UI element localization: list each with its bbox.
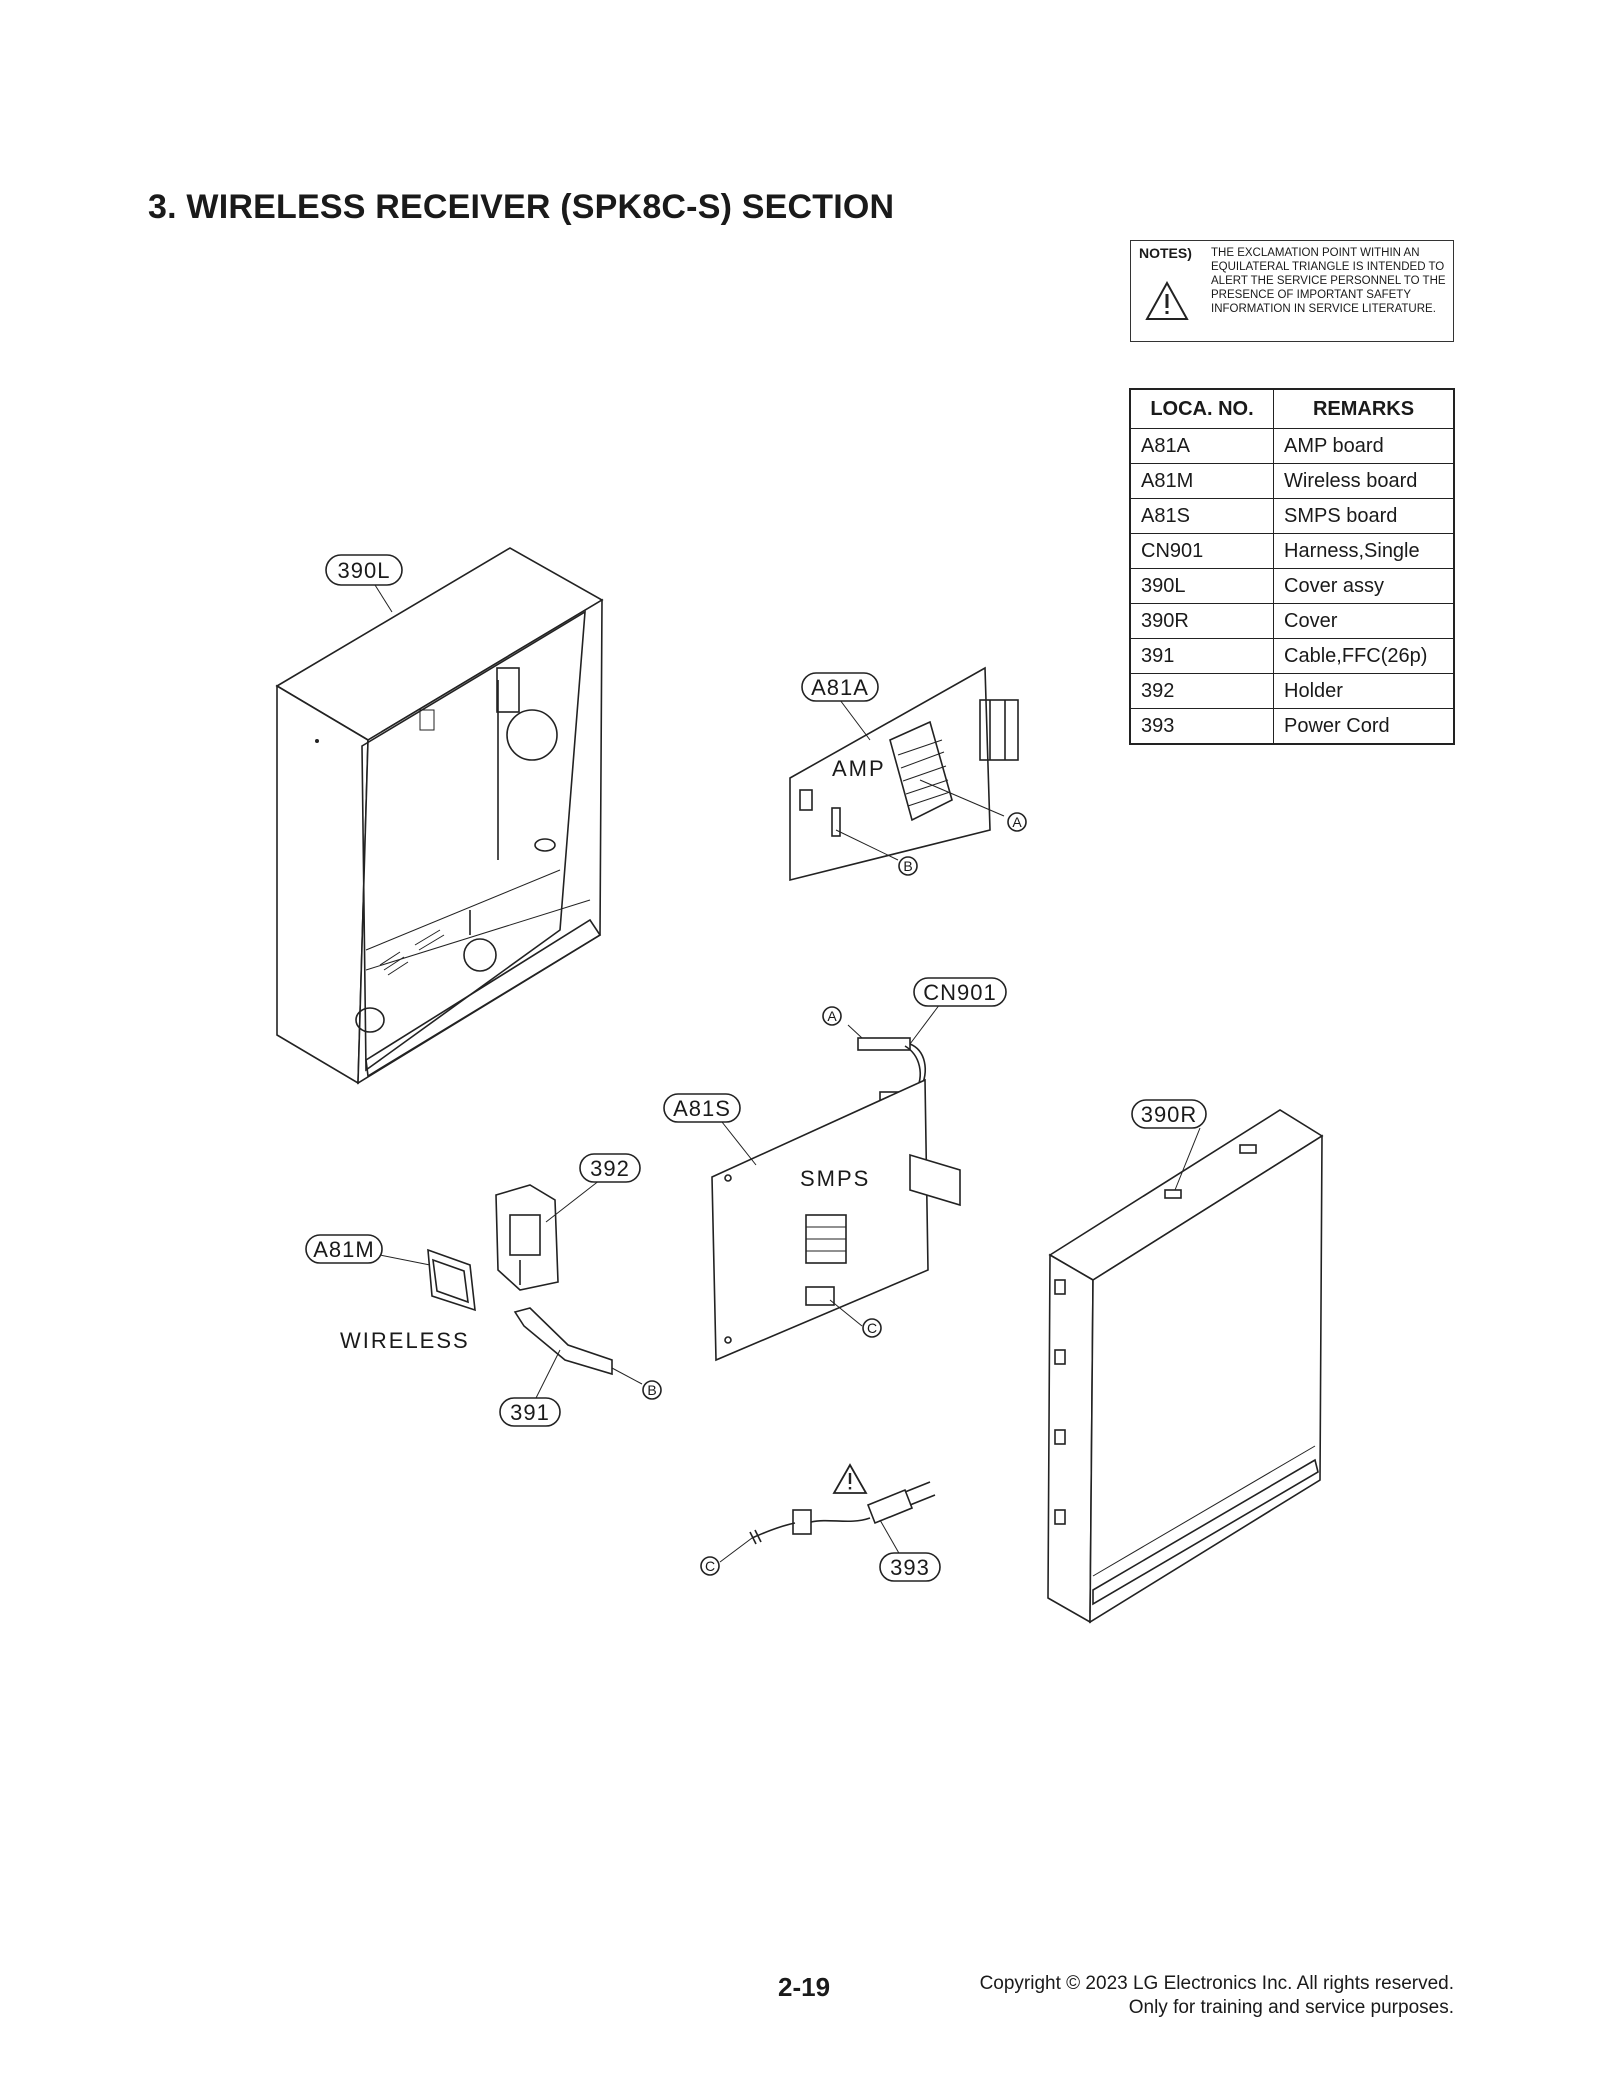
loca-no-cell: CN901	[1129, 533, 1274, 569]
header-loca-no: LOCA. NO.	[1129, 388, 1274, 429]
remarks-cell: AMP board	[1273, 428, 1455, 464]
wireless-label: WIRELESS	[340, 1328, 470, 1353]
copyright-notice: Copyright © 2023 LG Electronics Inc. All…	[980, 1972, 1454, 2020]
loca-no-cell: 392	[1129, 673, 1274, 709]
smps-label: SMPS	[800, 1166, 870, 1191]
ref-b-cable: B	[642, 1380, 662, 1400]
remarks-cell: Cover	[1273, 603, 1455, 639]
copyright-line-1: Copyright © 2023 LG Electronics Inc. All…	[979, 1973, 1454, 1994]
notes-label: NOTES)	[1139, 245, 1192, 261]
svg-text:B: B	[647, 1382, 656, 1398]
callout-390L: 390L	[325, 554, 403, 586]
power-cord-393-drawing	[749, 1481, 936, 1545]
callout-392: 392	[579, 1153, 641, 1183]
svg-text:A: A	[827, 1008, 837, 1024]
loca-no-cell: A81A	[1129, 428, 1274, 464]
remarks-cell: Power Cord	[1273, 708, 1455, 745]
loca-no-cell: 393	[1129, 708, 1274, 745]
remarks-cell: Harness,Single	[1273, 533, 1455, 569]
callout-391: 391	[499, 1397, 561, 1427]
svg-text:A: A	[1012, 814, 1022, 830]
header-remarks: REMARKS	[1273, 388, 1455, 429]
smps-board-A81S-drawing	[711, 1078, 961, 1362]
callout-A81S: A81S	[663, 1093, 741, 1123]
notes-text: THE EXCLAMATION POINT WITHIN AN EQUILATE…	[1211, 247, 1446, 315]
remarks-cell: Cable,FFC(26p)	[1273, 638, 1455, 674]
callout-A81A-text: A81A	[811, 675, 869, 700]
callout-CN901: CN901	[913, 977, 1007, 1007]
ref-c-smps: C	[862, 1318, 882, 1338]
remarks-cell: Holder	[1273, 673, 1455, 709]
ffc-cable-391-drawing	[513, 1307, 613, 1376]
callout-393: 393	[879, 1552, 941, 1582]
copyright-line-2: Only for training and service purposes.	[1128, 1997, 1454, 2018]
loca-no-cell: A81S	[1129, 498, 1274, 534]
cover-390R-drawing	[1047, 1109, 1324, 1624]
wireless-board-A81M-drawing	[427, 1248, 476, 1312]
callout-A81A: A81A	[801, 672, 879, 702]
callout-390R: 390R	[1131, 1099, 1207, 1129]
svg-text:B: B	[903, 858, 912, 874]
leader-lines	[374, 584, 1201, 1563]
notes-box: NOTES) THE EXCLAMATION POINT WITHIN AN E…	[1130, 240, 1454, 342]
callout-392-text: 392	[590, 1156, 630, 1181]
page-title: 3. WIRELESS RECEIVER (SPK8C-S) SECTION	[148, 188, 895, 226]
power-cord-warning-icon	[832, 1463, 868, 1494]
callout-A81M: A81M	[305, 1234, 383, 1264]
callout-393-text: 393	[890, 1555, 930, 1580]
callout-391-text: 391	[510, 1400, 550, 1425]
cover-assy-390L-drawing	[275, 547, 604, 1085]
remarks-cell: Wireless board	[1273, 463, 1455, 499]
holder-392-drawing	[495, 1184, 559, 1291]
callout-A81M-text: A81M	[313, 1237, 374, 1262]
page-number: 2-19	[778, 1972, 831, 2002]
callout-390L-text: 390L	[338, 558, 391, 583]
ref-a-amp: A	[1007, 812, 1027, 832]
ref-c-cord: C	[700, 1556, 720, 1576]
callout-CN901-text: CN901	[923, 980, 996, 1005]
remarks-cell: Cover assy	[1273, 568, 1455, 604]
ref-a-harness: A	[822, 1006, 842, 1026]
parts-table-header: LOCA. NO. REMARKS	[1129, 388, 1455, 429]
amp-label: AMP	[832, 756, 886, 781]
callout-A81S-text: A81S	[673, 1096, 731, 1121]
svg-text:C: C	[705, 1558, 715, 1574]
callout-390R-text: 390R	[1141, 1102, 1198, 1127]
loca-no-cell: 390L	[1129, 568, 1274, 604]
svg-text:C: C	[867, 1320, 877, 1336]
loca-no-cell: A81M	[1129, 463, 1274, 499]
loca-no-cell: 390R	[1129, 603, 1274, 639]
amp-board-A81A-drawing	[789, 666, 1019, 882]
ref-b-amp: B	[898, 856, 918, 876]
warning-triangle-icon	[1145, 280, 1189, 326]
